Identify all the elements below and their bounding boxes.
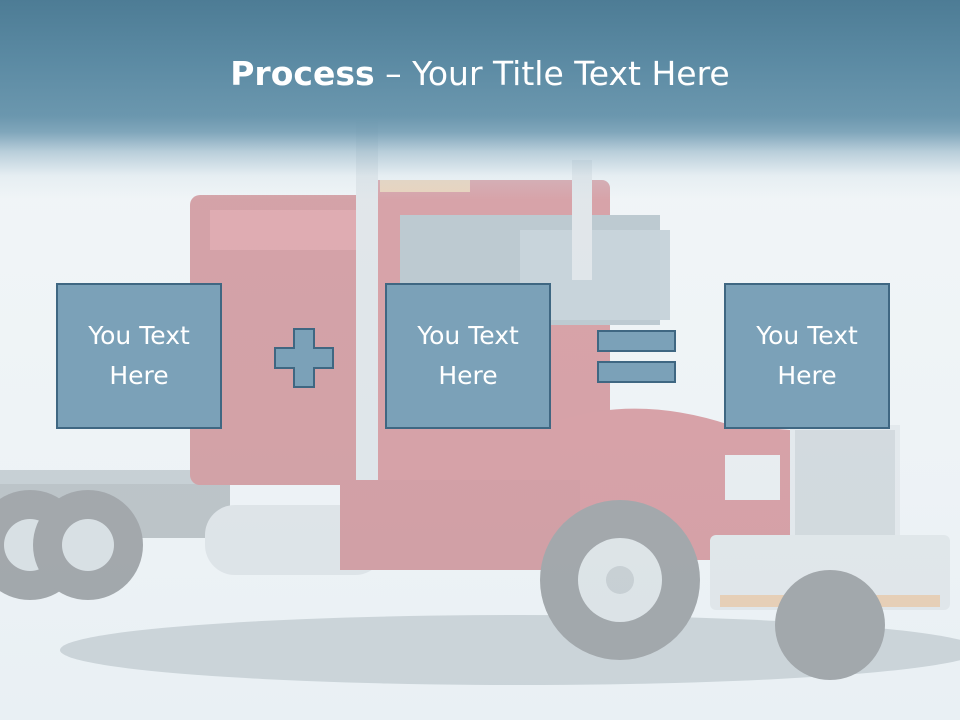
process-box-2-text: You Text Here (417, 321, 519, 390)
title-bold-part: Process (230, 54, 375, 93)
process-box-3[interactable]: You Text Here (724, 283, 890, 429)
slide-title: Process – Your Title Text Here (0, 52, 960, 96)
plus-icon (274, 328, 334, 388)
process-box-3-text: You Text Here (756, 321, 858, 390)
title-rest-part: – Your Title Text Here (374, 54, 730, 93)
process-box-1-text: You Text Here (88, 321, 190, 390)
process-box-2[interactable]: You Text Here (385, 283, 551, 429)
process-box-1[interactable]: You Text Here (56, 283, 222, 429)
title-band (0, 0, 960, 200)
equals-icon (597, 330, 676, 383)
